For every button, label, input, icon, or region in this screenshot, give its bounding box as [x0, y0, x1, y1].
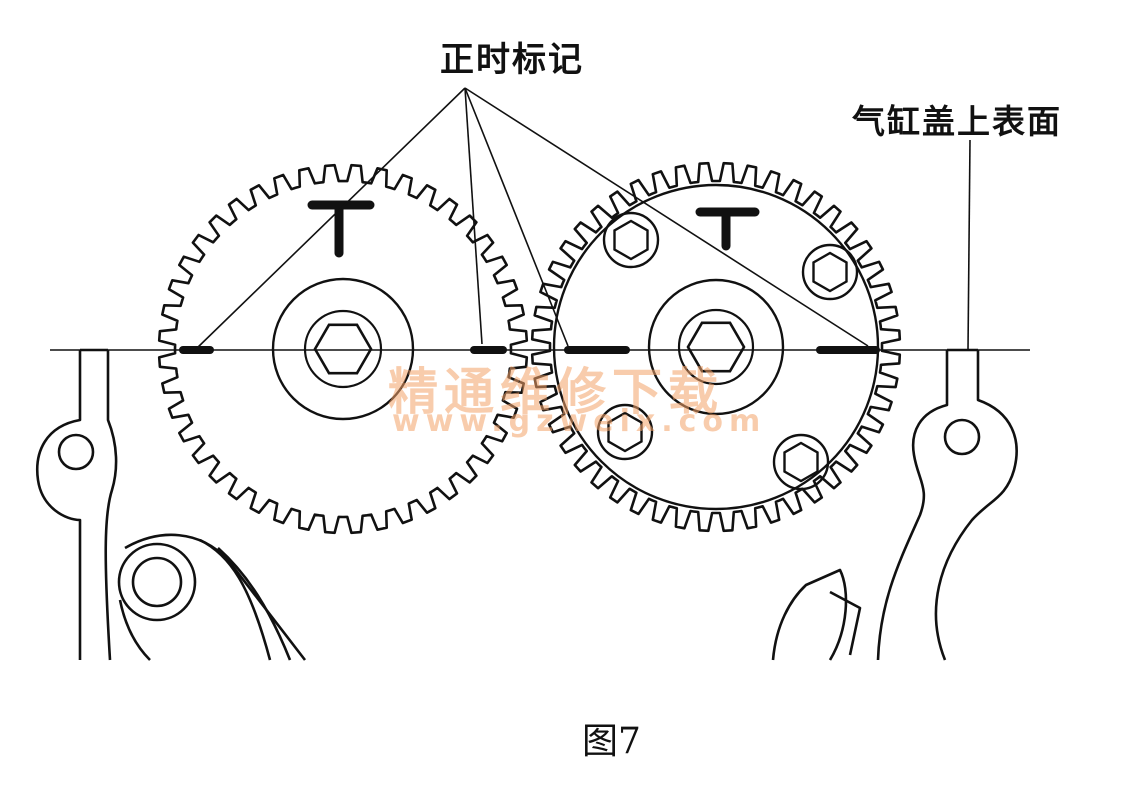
gear-bolt-1-washer [602, 211, 660, 269]
right-housing-bolt-hole [943, 418, 981, 456]
left-gear-hub-inner [303, 309, 383, 389]
gear-bolt-3-hex [607, 411, 643, 453]
gear-bolt-2-hex [812, 251, 848, 293]
left-gear-teeth [157, 163, 529, 535]
right-gear-hub-outer [647, 278, 785, 416]
left-center-hex-bolt [313, 323, 373, 375]
gear-bolt-4-hex [783, 441, 819, 483]
left-gear-hub-outer [271, 277, 415, 421]
left-camshaft-gear [157, 163, 529, 535]
watermark-text: 精通维修下载 [388, 362, 724, 421]
watermark-url: www.gzweix.com [392, 404, 767, 439]
timing-mark-leaders [194, 87, 869, 351]
right-gear-teeth [530, 161, 902, 533]
gear-bolt-2-washer [801, 243, 859, 301]
right-gear-hub-inner [677, 308, 755, 386]
left-gear-t-mark [307, 200, 375, 258]
gear-bolt-4-washer [772, 433, 830, 491]
head-surface-leader [967, 139, 971, 351]
right-gear-t-mark [695, 207, 760, 251]
right-gear-bolts [596, 211, 859, 491]
left-housing [35, 348, 307, 661]
timing-mark-label: 正时标记 [440, 40, 584, 80]
right-housing [771, 348, 1018, 661]
gear-bolt-1-hex [613, 219, 649, 261]
figure-caption: 图7 [582, 721, 641, 762]
right-camshaft-gear [530, 161, 902, 533]
left-housing-bolt-hole [57, 433, 95, 471]
head-surface-label: 气缸盖上表面 [852, 102, 1062, 141]
left-tensioner-pivot [117, 542, 197, 622]
gear-bolt-3-washer [596, 403, 654, 461]
right-center-hex-bolt [686, 321, 746, 373]
